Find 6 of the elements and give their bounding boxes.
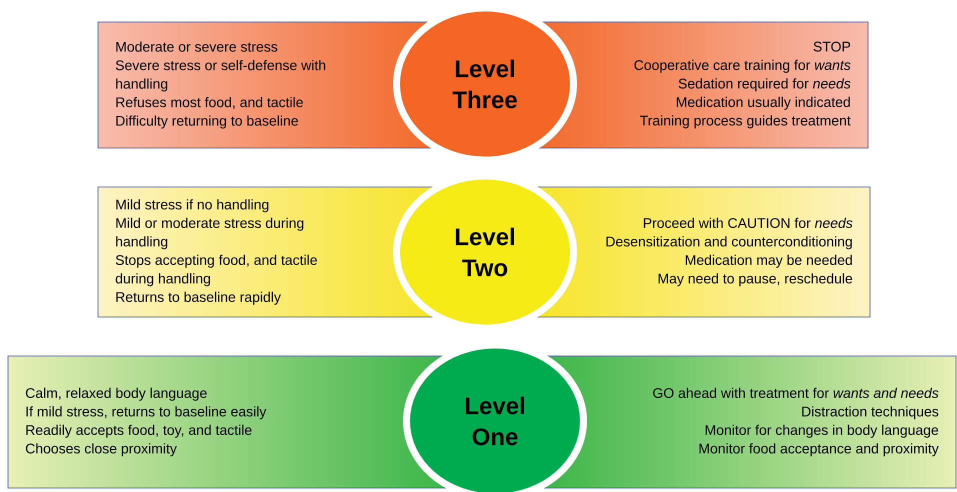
level-panel: Mild stress if no handling Mild or moderate stress during handling Stops accepting food, and tactile during handling Returns to baseline rapidly xyxy=(98,186,434,318)
level-panel: Proceed with CAUTION for needs Desensitization and counterconditioning Medication may be needed May need to pause, reschedule xyxy=(536,186,870,318)
level-panel: Moderate or severe stress Severe stress or self-defense with handling Refuses most food, and tactile Difficulty returning to baseline xyxy=(98,22,432,148)
level-panel: Calm, relaxed body language If mild stress, returns to baseline easily Readily accepts food, toy, and tactile Chooses close proximity xyxy=(8,356,447,488)
level-panel: GO ahead with treatment for wants and needs Distraction techniques Monitor for changes in body language Monitor food acceptance and proximity xyxy=(543,356,956,488)
level-panel: STOP Cooperative care training for wants Sedation required for needs Medication usually indicated Training process guides treatment xyxy=(538,22,868,148)
